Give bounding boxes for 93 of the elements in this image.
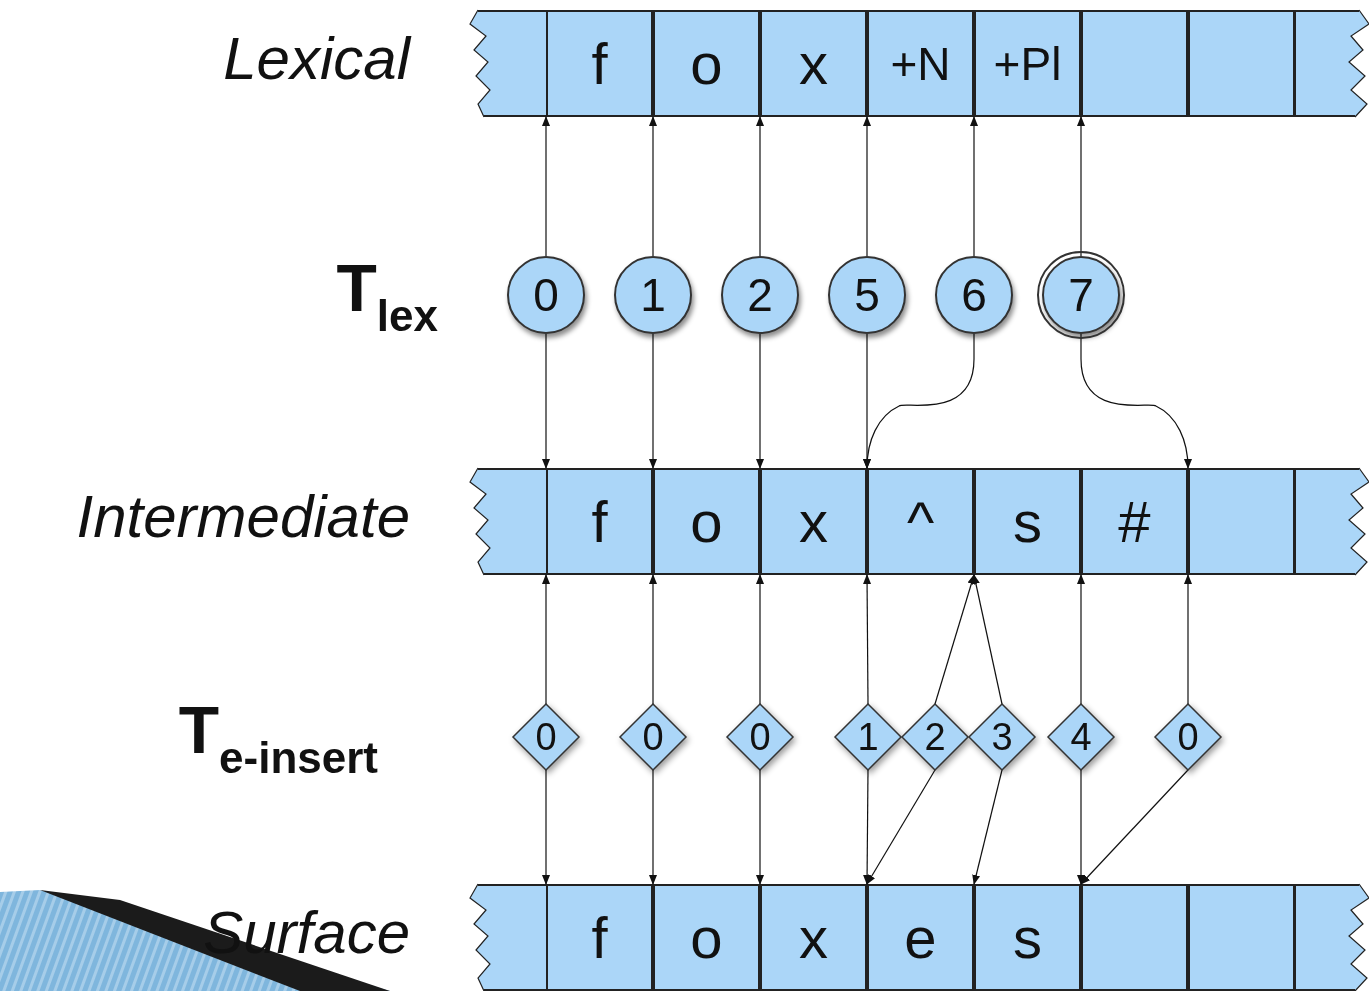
arrow [1077,769,1085,885]
tape-cell [867,10,974,117]
tape-cell [653,468,760,575]
cell-symbol: e [904,908,937,967]
state-number: 1 [857,715,879,759]
state-number: 4 [1070,715,1092,759]
state-circle [614,256,692,334]
state-circle [721,256,799,334]
arrow [756,333,764,469]
arrow [649,574,657,705]
arrow [972,574,1003,705]
state-number: 0 [533,268,559,322]
tape-cell [760,884,867,991]
arrow [866,769,936,885]
cell-symbol: o [690,492,723,551]
arrow [649,333,657,469]
tape [470,10,1369,117]
state-circle [935,256,1013,334]
state-number: 2 [747,268,773,322]
arrow [970,116,978,257]
tape-cell [974,10,1081,117]
arrow [863,574,872,705]
arrow [756,769,764,885]
cell-symbol: # [1118,492,1151,551]
tape-cell [760,10,867,117]
state-number: 5 [854,268,880,322]
tape-cell [653,10,760,117]
cell-symbol: o [690,908,723,967]
arrow [542,574,550,705]
arrow [934,574,976,705]
arrow [756,574,764,705]
arrow [649,769,657,885]
arrow [542,116,550,257]
state-number: 0 [1177,715,1199,759]
state-diamond [513,704,579,770]
tape-label: Lexical [223,24,410,93]
cell-symbol: f [591,908,608,967]
tape-cell [546,10,653,117]
state-diamond [1048,704,1114,770]
arrow [1077,574,1085,705]
cell-symbol: +Pl [993,40,1062,87]
cell-symbol: +N [890,40,951,87]
state-diamond [727,704,793,770]
state-diamond [1155,704,1221,770]
tape-cell [974,884,1081,991]
tape-cell [867,468,974,575]
state-diamond [969,704,1035,770]
arrow [542,769,550,885]
cell-symbol: x [799,908,828,967]
tape-cell [974,468,1081,575]
tape-cell [867,884,974,991]
cell-symbol: s [1013,908,1042,967]
arrow [1080,769,1189,885]
arrow [863,116,871,257]
tape-cell [546,884,653,991]
cell-symbol: ^ [906,492,935,551]
state-number: 2 [924,715,946,759]
arrow [542,333,550,469]
state-number: 6 [961,268,987,322]
state-diamond [835,704,901,770]
tape-label: Intermediate [76,482,410,551]
cell-symbol: x [799,34,828,93]
transducer-label: T$_{e-insert}$ [178,692,378,783]
state-diamond [902,704,968,770]
tape-cell [546,468,653,575]
arrow [972,769,1003,885]
arrow [863,333,975,469]
tape [470,468,1369,575]
arrow [1184,574,1192,705]
tape [470,884,1369,991]
arrow [863,769,872,885]
arrow [649,116,657,257]
state-diamond [620,704,686,770]
cell-symbol: f [591,492,608,551]
state-number: 1 [640,268,666,322]
state-number: 0 [749,715,771,759]
tape-cell [760,468,867,575]
cell-symbol: f [591,34,608,93]
cell-symbol: x [799,492,828,551]
arrow [1080,333,1192,469]
state-circle [507,256,585,334]
cell-symbol: s [1013,492,1042,551]
state-number: 0 [535,715,557,759]
transducer-label: T$_{lex}$ [336,250,438,341]
arrow [756,116,764,257]
state-number: 3 [991,715,1013,759]
state-circle [828,256,906,334]
tape-cell [653,884,760,991]
state-number: 0 [642,715,664,759]
state-number: 7 [1068,268,1094,322]
cell-symbol: o [690,34,723,93]
arrow [1077,116,1085,257]
tape-cell [1081,468,1188,575]
